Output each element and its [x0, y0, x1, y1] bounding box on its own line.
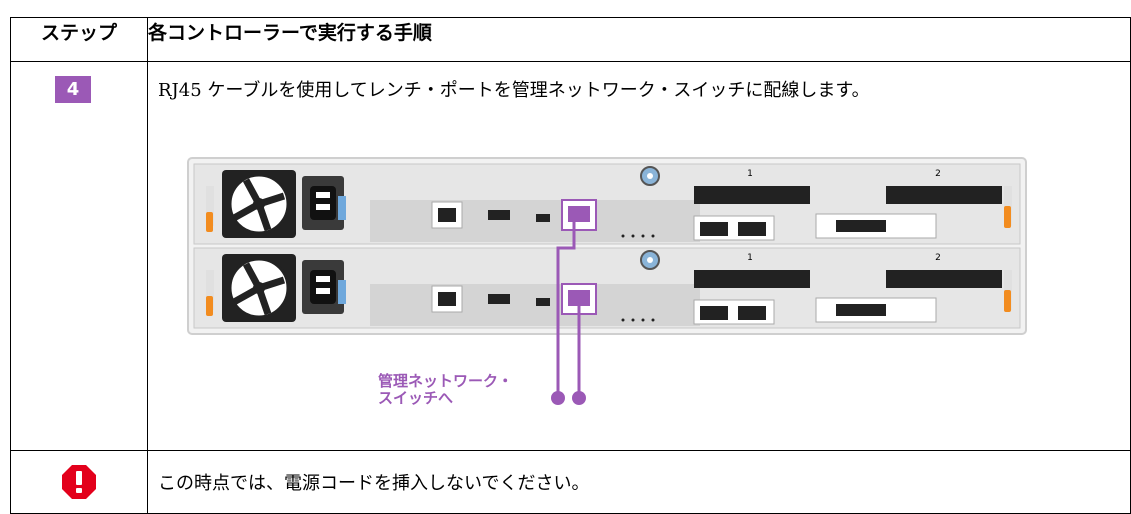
cable-end	[551, 391, 565, 405]
step-instruction: RJ45 ケーブルを使用してレンチ・ポートを管理ネットワーク・スイッチに配線しま…	[158, 80, 870, 101]
fan-icon	[222, 170, 296, 238]
port-group-label: 1	[747, 169, 753, 179]
procedure-column-header: 各コントローラーで実行する手順	[147, 17, 1131, 62]
warning-text-cell: この時点では、電源コードを挿入しないでください。	[147, 450, 1131, 514]
port-group-label: 2	[935, 169, 941, 179]
warning-text: この時点では、電源コードを挿入しないでください。	[158, 473, 590, 494]
fan-icon	[222, 254, 296, 322]
warning-icon-cell	[10, 450, 148, 514]
step-cell: 4	[10, 61, 148, 451]
callout-line: 管理ネットワーク・	[378, 372, 513, 390]
power-inlet-icon	[302, 176, 346, 230]
management-cables	[556, 222, 581, 396]
callout-line: スイッチへ	[378, 389, 454, 407]
controller-cabling-diagram: 1 2	[187, 157, 1027, 405]
controller-upper: 1 2	[193, 163, 1021, 245]
port-group-label: 2	[935, 253, 941, 263]
exclamation-icon	[62, 465, 96, 499]
step-column-header: ステップ	[10, 17, 148, 62]
header-row: ステップ 各コントローラーで実行する手順	[10, 17, 1131, 62]
controller-lower: 1 2	[193, 247, 1021, 329]
switch-callout: 管理ネットワーク・ スイッチへ	[378, 373, 513, 407]
step-number-badge: 4	[55, 76, 91, 103]
power-inlet-icon	[302, 260, 346, 314]
warning-row: この時点では、電源コードを挿入しないでください。	[10, 450, 1131, 514]
cable-end	[572, 391, 586, 405]
port-group-label: 1	[747, 253, 753, 263]
